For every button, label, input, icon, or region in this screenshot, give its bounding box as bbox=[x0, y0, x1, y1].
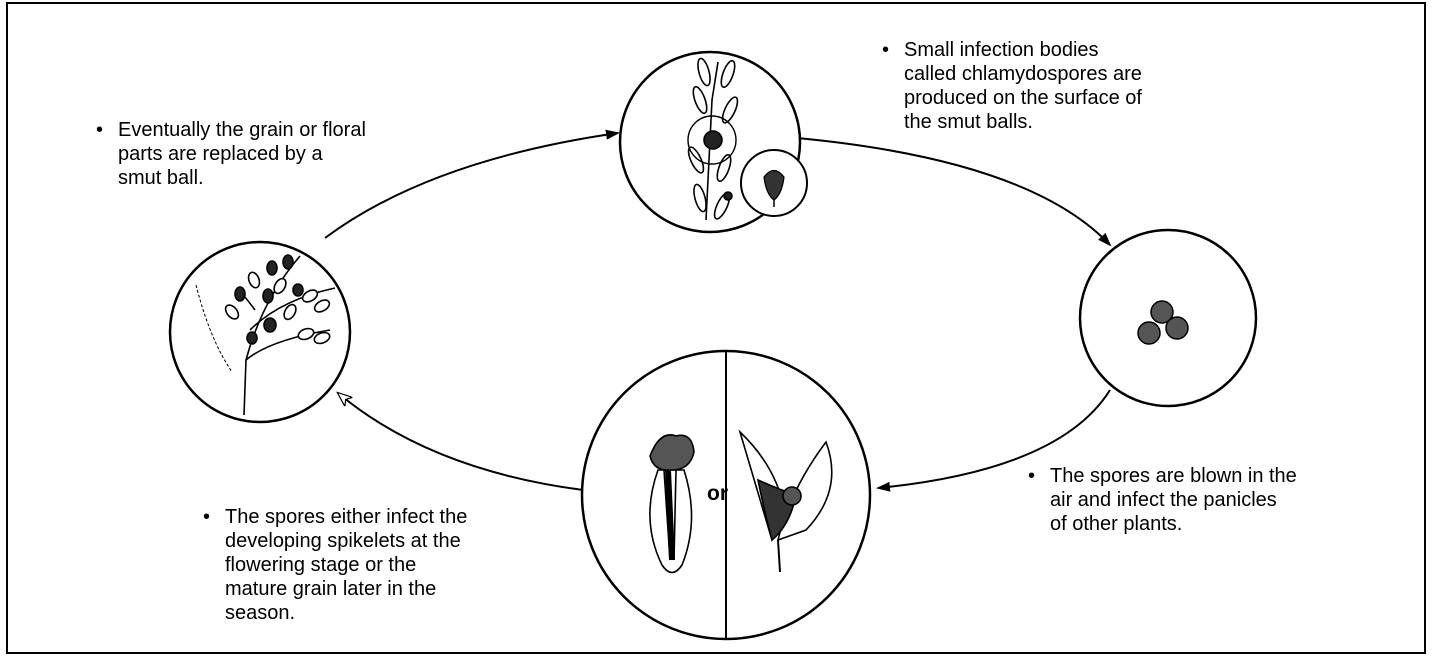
bullet-icon: • bbox=[203, 505, 210, 529]
infected-panicle-circle bbox=[170, 242, 350, 422]
caption-spores-blown: • The spores are blown in the air and in… bbox=[1050, 464, 1350, 536]
smut-ball-closeup-icon bbox=[741, 150, 807, 216]
bullet-icon: • bbox=[96, 118, 103, 142]
caption-spores-infect-text: The spores either infect the developing … bbox=[225, 505, 535, 625]
caption-smut-ball-text: Eventually the grain or floral parts are… bbox=[118, 118, 428, 190]
caption-chlamydospores: • Small infection bodies called chlamydo… bbox=[904, 38, 1204, 134]
bullet-icon: • bbox=[882, 38, 889, 62]
caption-chlamydospores-text: Small infection bodies called chlamydosp… bbox=[904, 38, 1204, 134]
spores-circle bbox=[1080, 230, 1256, 406]
cycle-arrow-top-right bbox=[797, 138, 1110, 245]
or-label: or bbox=[707, 482, 728, 506]
panicle-circle bbox=[620, 52, 807, 232]
cycle-arrow-bottom-left bbox=[338, 393, 583, 490]
caption-smut-ball: • Eventually the grain or floral parts a… bbox=[118, 118, 428, 190]
caption-spores-blown-text: The spores are blown in the air and infe… bbox=[1050, 464, 1350, 536]
caption-spores-infect: • The spores either infect the developin… bbox=[225, 505, 535, 625]
bullet-icon: • bbox=[1028, 464, 1035, 488]
